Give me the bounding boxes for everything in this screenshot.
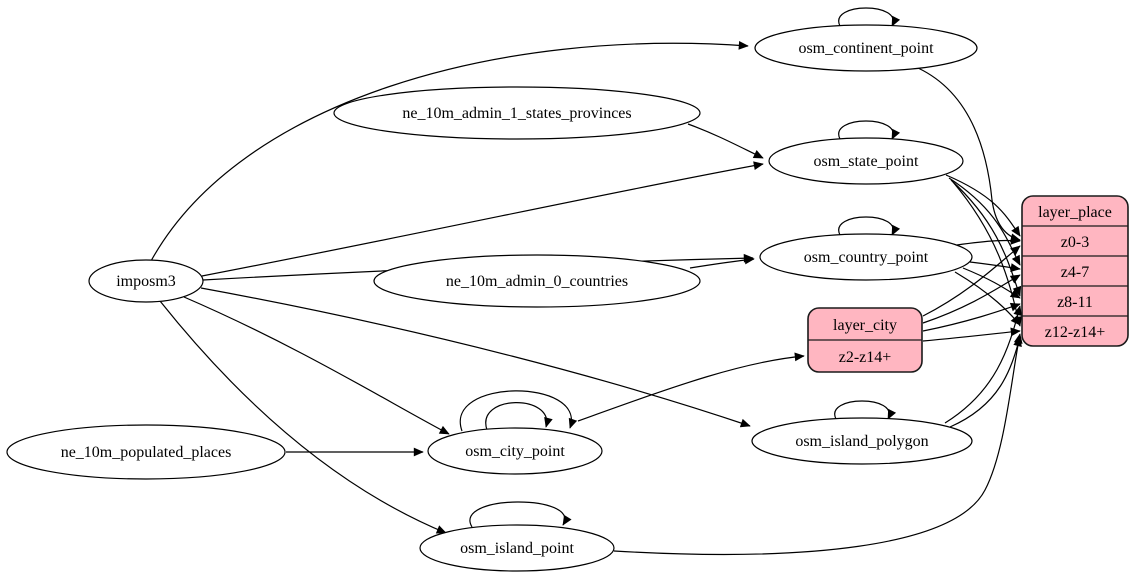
edge-imposm3-to-osm_island_polygon xyxy=(200,287,751,428)
node-shape xyxy=(751,417,973,465)
node-ne_10m_admin_0_countries: ne_10m_admin_0_countries xyxy=(373,254,701,308)
node-shape xyxy=(427,427,603,475)
node-ne_10m_admin_1_states_provinces: ne_10m_admin_1_states_provinces xyxy=(333,86,701,140)
node-ne_10m_populated_places: ne_10m_populated_places xyxy=(6,424,286,480)
edge-osm_island_point-to-layer_place-z12-z14 xyxy=(613,333,1023,556)
node-label-ne_10m_populated_places: ne_10m_populated_places xyxy=(61,444,232,461)
node-shape xyxy=(333,86,701,140)
edge-ne_10m_admin_0_countries-to-osm_country_point xyxy=(689,255,755,269)
node-label-osm_country_point: osm_country_point xyxy=(804,249,929,266)
edge-osm_state_point-to-layer_place-z8-11 xyxy=(950,179,1022,297)
node-osm_state_point: osm_state_point xyxy=(768,137,964,185)
edge-osm_city_point-self-inner xyxy=(485,402,553,431)
edge-imposm3-to-osm_city_point xyxy=(183,296,450,435)
edge-layer_city-to-layer_place-z4-7 xyxy=(922,274,1021,324)
record-row-z4-7: z4-7 xyxy=(1061,264,1089,281)
edge-osm_country_point-to-layer_place-z12-z14 xyxy=(954,271,1021,326)
edge-osm_country_point-to-layer_place-z0-3 xyxy=(956,235,1021,246)
node-shape xyxy=(88,259,204,303)
node-shape xyxy=(768,137,964,185)
edge-layer xyxy=(150,7,1023,556)
node-layer_place: layer_place z0-3 z4-7 z8-11 z12-z14+ xyxy=(1021,195,1129,347)
record-row-z8-11: z8-11 xyxy=(1057,294,1093,311)
node-shape xyxy=(373,254,701,308)
node-label-osm_continent_point: osm_continent_point xyxy=(798,40,934,57)
node-osm_city_point: osm_city_point xyxy=(427,427,603,475)
edge-imposm3-to-osm_state_point xyxy=(201,161,764,277)
edge-osm_continent_point-self xyxy=(838,7,901,27)
edge-osm_city_point-to-layer_city-z2-z14 xyxy=(577,352,805,422)
record-row-z12-z14: z12-z14+ xyxy=(1045,324,1106,341)
edge-osm_island_polygon-self xyxy=(834,400,897,420)
node-osm_island_point: osm_island_point xyxy=(419,524,615,572)
node-imposm3: imposm3 xyxy=(88,259,204,303)
edge-osm_state_point-to-layer_place-z0-3 xyxy=(945,174,1021,237)
node-label-ne_10m_admin_0_countries: ne_10m_admin_0_countries xyxy=(446,273,628,290)
edge-osm_island_polygon-to-layer_place-z8-11 xyxy=(944,305,1023,424)
node-shape xyxy=(419,524,615,572)
edge-osm_country_point-to-layer_place-z8-11 xyxy=(962,267,1021,299)
record-row-z2-z14: z2-z14+ xyxy=(839,349,892,366)
edge-ne_10m_admin_1_states_provinces-to-osm_state_point xyxy=(687,123,764,159)
node-osm_continent_point: osm_continent_point xyxy=(754,24,978,72)
record-title-layer_city: layer_city xyxy=(833,317,897,334)
node-label-osm_city_point: osm_city_point xyxy=(465,443,565,460)
record-title-layer_place: layer_place xyxy=(1038,204,1112,221)
node-label-ne_10m_admin_1_states_provinces: ne_10m_admin_1_states_provinces xyxy=(402,105,631,122)
node-osm_island_polygon: osm_island_polygon xyxy=(751,417,973,465)
node-shape xyxy=(754,24,978,72)
edge-imposm3-to-osm_continent_point xyxy=(150,40,749,262)
edge-osm_city_point-self-outer xyxy=(459,390,578,432)
edge-osm_country_point-self xyxy=(838,216,901,236)
edge-layer_city-to-layer_place-z12-z14 xyxy=(922,327,1021,342)
node-shape xyxy=(6,424,286,480)
node-label-imposm3: imposm3 xyxy=(116,273,176,290)
node-shape xyxy=(759,233,973,281)
node-osm_country_point: osm_country_point xyxy=(759,233,973,281)
node-layer_city: layer_city z2-z14+ xyxy=(807,307,923,373)
edge-imposm3-to-osm_island_point xyxy=(159,300,447,534)
node-label-osm_island_polygon: osm_island_polygon xyxy=(795,433,928,450)
edge-osm_island_point-self xyxy=(469,501,572,528)
edge-osm_country_point-to-layer_place-z4-7 xyxy=(969,261,1021,272)
node-shape xyxy=(1021,195,1129,347)
edge-osm_state_point-self xyxy=(838,120,901,140)
node-label-osm_island_point: osm_island_point xyxy=(460,540,574,557)
node-label-osm_state_point: osm_state_point xyxy=(814,153,919,170)
edge-layer_city-to-layer_place-z8-11 xyxy=(922,302,1021,332)
edge-osm_continent_point-to-layer_place-z0-3 xyxy=(917,67,1021,243)
record-row-z0-3: z0-3 xyxy=(1061,234,1089,251)
edge-osm_island_polygon-to-layer_place-z12-z14 xyxy=(949,336,1022,428)
edge-osm_state_point-to-layer_place-z4-7 xyxy=(948,177,1021,266)
edge-layer_city-to-layer_place-z0-3 xyxy=(922,245,1021,317)
